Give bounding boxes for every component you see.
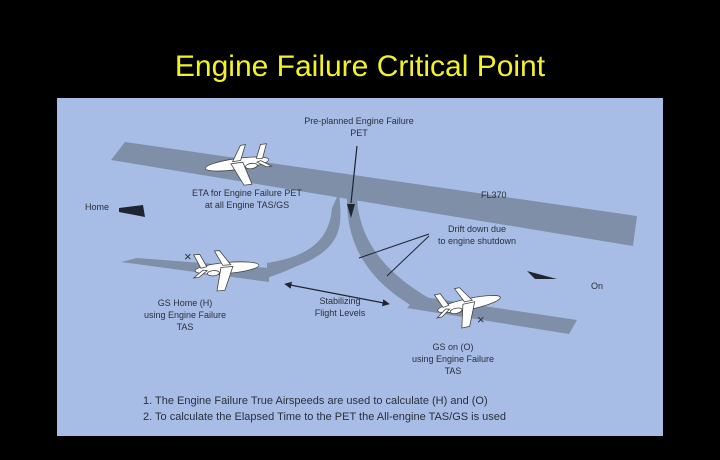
home-label: Home [85, 202, 109, 212]
engine-failure-x-icon: × [477, 312, 485, 327]
eta-label-line2: at all Engine TAS/GS [205, 200, 289, 210]
note-1: 1. The Engine Failure True Airspeeds are… [143, 395, 488, 407]
pet-label-line1: Pre-planned Engine Failure [304, 116, 414, 126]
pet-label-line2: PET [350, 128, 368, 138]
fl370-label: FL370 [481, 190, 507, 200]
on-label: On [591, 281, 603, 291]
pet-diagram: × × Pre-planned Engine Failure PET ETA f… [57, 98, 663, 436]
drift-leader-line [358, 233, 430, 259]
drift-label-line2: to engine shutdown [438, 236, 516, 246]
pet-marker-icon [347, 204, 355, 218]
stabilizing-label-line1: Stabilizing [319, 296, 360, 306]
gs-on-label-line2: using Engine Failure [412, 354, 494, 364]
home-direction-arrow-icon [119, 205, 145, 217]
aircraft-icon [431, 279, 506, 333]
gs-on-label-line1: GS on (O) [432, 342, 473, 352]
stabilizing-arrow [284, 281, 390, 307]
fl370-band [111, 142, 637, 246]
pet-pointer-line [350, 145, 358, 204]
drift-label-line1: Drift down due [448, 224, 506, 234]
gs-home-label-line1: GS Home (H) [158, 298, 213, 308]
gs-home-label-line3: TAS [177, 322, 194, 332]
drift-leader-line [386, 235, 430, 277]
gs-home-label-line2: using Engine Failure [144, 310, 226, 320]
gs-on-label-line3: TAS [445, 366, 462, 376]
aircraft-icon [191, 246, 262, 294]
stabilizing-label-line2: Flight Levels [315, 308, 366, 318]
engine-failure-x-icon: × [184, 249, 192, 264]
note-2: 2. To calculate the Elapsed Time to the … [143, 411, 506, 423]
drift-down-left [267, 193, 341, 278]
on-direction-arrow-icon [527, 271, 557, 279]
eta-label-line1: ETA for Engine Failure PET [192, 188, 302, 198]
diagram-canvas: × × Pre-planned Engine Failure PET ETA f… [85, 116, 637, 423]
drift-down-right [347, 198, 429, 310]
slide-title: Engine Failure Critical Point [174, 50, 546, 83]
